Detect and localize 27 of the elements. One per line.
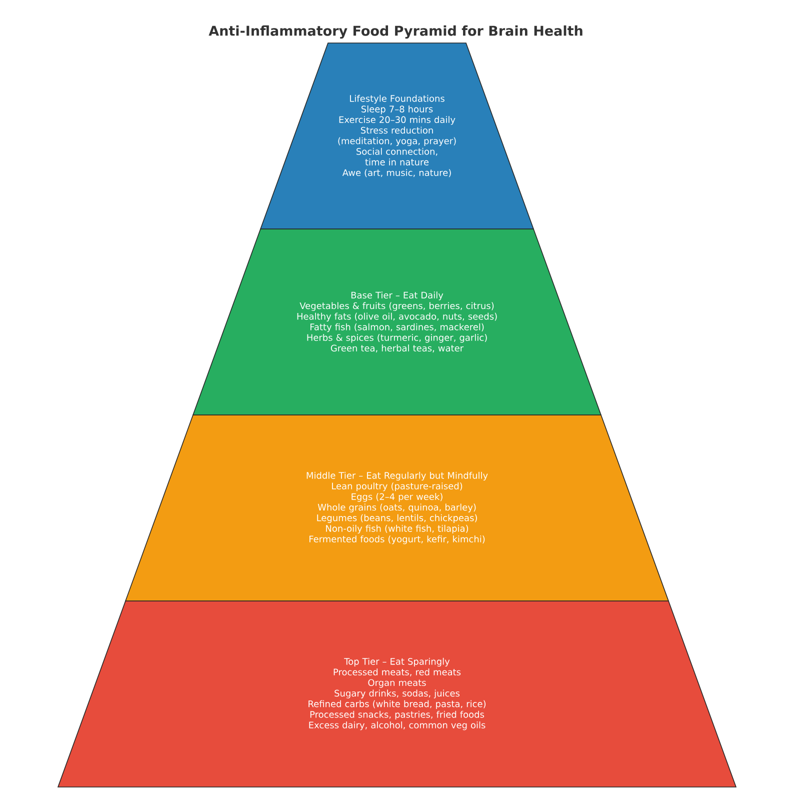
food-item: Healthy fats (olive oil, avocado, nuts, seeds) [297,312,497,322]
food-item: Social connection, time in nature [356,148,438,166]
title: Anti-Inflammatory Food Pyramid for Brain Health [208,25,582,39]
food-item: Stress reduction (meditation, yoga, prayer) [338,126,456,146]
food-item: Whole grains (oats, quinoa, barley) [318,504,476,512]
food-item: Refined carbs (white bread, pasta, rice) [308,700,486,709]
food-item: Fatty fish (salmon, sardines, mackerel) [310,323,484,332]
tier-heading: Middle Tier – Eat Regularly but Mindfully [306,472,488,481]
food-item: Fermented foods (yogurt, kefir, kimchi) [309,535,485,544]
food-item: Organ meats [368,679,426,688]
food-item: Sleep 7–8 hours [361,106,433,114]
food-item: Herbs & spices (turmeric, ginger, garlic) [307,334,487,343]
tier-heading: Top Tier – Eat Sparingly [344,658,450,667]
food-item: Processed meats, red meats [334,668,461,676]
tier-heading: Base Tier – Eat Daily [351,292,444,300]
food-item: Vegetables & fruits (greens, berries, citrus) [300,302,494,311]
food-item: Sugary drinks, sodas, juices [334,690,460,698]
food-item: Non-oily fish (white fish, tilapia) [326,524,468,534]
food-item: Eggs (2–4 per week) [352,493,442,502]
tier-heading: Lifestyle Foundations [350,94,444,104]
food-item: Awe (art, music, nature) [342,169,451,178]
food-item: Excess dairy, alcohol, common veg oils [309,721,486,730]
food-item: Lean poultry (pasture-raised) [332,482,462,492]
food-item: Exercise 20–30 mins daily [339,116,456,125]
food-item: Processed snacks, pastries, fried foods [310,710,484,720]
food-item: Legumes (beans, lentils, chickpeas) [317,514,477,523]
food-item: Green tea, herbal teas, water [330,344,464,352]
